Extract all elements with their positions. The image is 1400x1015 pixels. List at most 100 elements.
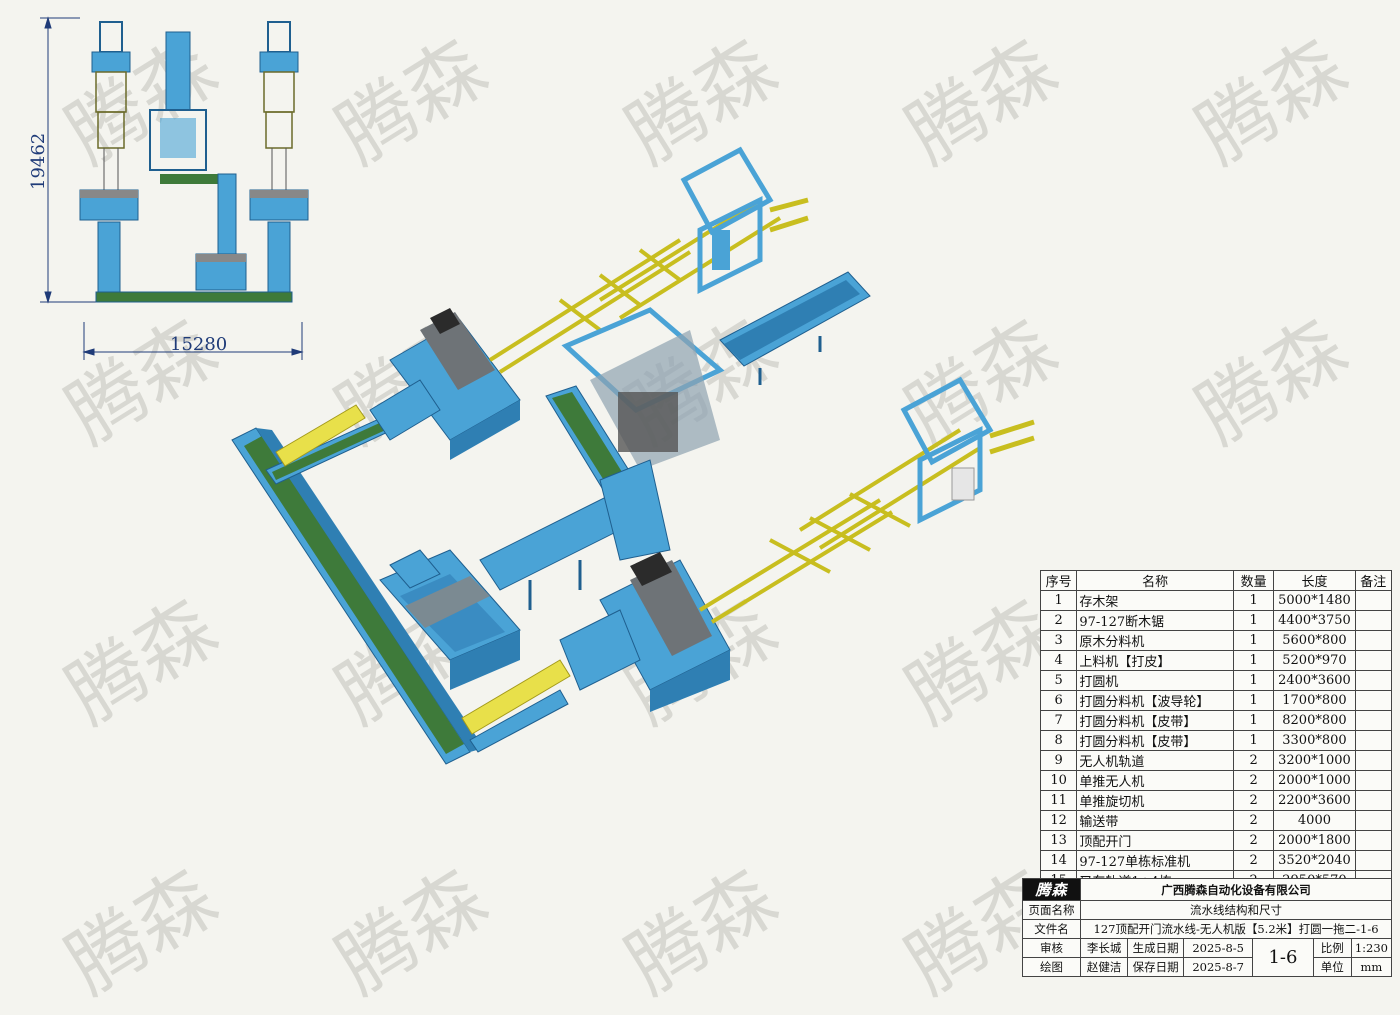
row-no: 13 [1039,830,1078,851]
row-qty: 2 [1232,850,1275,871]
plan-view: 19462 15280 [28,16,309,360]
row-length: 4400*3750 [1273,610,1356,631]
saved-date: 2025-8-7 [1183,957,1254,977]
row-note [1354,630,1393,651]
row-name: 打圆分料机【皮带】 [1076,710,1234,731]
row-name: 单推无人机 [1076,770,1234,791]
row-qty: 1 [1232,630,1275,651]
row-length: 5000*1480 [1273,590,1356,611]
row-qty: 2 [1232,810,1275,831]
long-conveyor-belt [231,404,484,765]
row-qty: 2 [1232,830,1275,851]
row-note [1354,850,1393,871]
row-length: 3200*1000 [1273,750,1356,771]
row-qty: 2 [1232,750,1275,771]
width-dimension [82,322,304,360]
row-no: 1 [1039,590,1078,611]
width-dimension-label: 15280 [170,334,227,355]
row-note [1354,790,1393,811]
drawer-label: 绘图 [1021,957,1082,977]
row-no: 5 [1039,670,1078,691]
row-note [1354,770,1393,791]
plan-bottom-belt [95,291,293,303]
plan-middle-line [149,31,247,291]
row-name: 打圆机 [1076,670,1234,691]
row-no: 14 [1039,850,1078,871]
row-qty: 1 [1232,690,1275,711]
row-no: 3 [1039,630,1078,651]
row-no: 12 [1039,810,1078,831]
scale-value: 1:230 [1350,938,1393,958]
lower-right-machine [461,552,731,753]
row-name: 97-127断木锯 [1076,610,1234,631]
row-note [1354,830,1393,851]
sheet-number: 1-6 [1252,938,1314,977]
row-name: 输送带 [1076,810,1234,831]
row-qty: 1 [1232,650,1275,671]
row-length: 3520*2040 [1273,850,1356,871]
created-date: 2025-8-5 [1183,938,1254,958]
right-long-conveyor [719,271,871,385]
row-no: 11 [1039,790,1078,811]
row-length: 1700*800 [1273,690,1356,711]
reviewer-name: 李长城 [1080,938,1129,958]
center-incline-conveyor [479,459,671,610]
row-note [1354,650,1393,671]
isometric-view [231,146,1035,765]
unit-value: mm [1350,957,1393,977]
row-length: 3300*800 [1273,730,1356,751]
row-name: 打圆分料机【皮带】 [1076,730,1234,751]
row-note [1354,810,1393,831]
row-note [1354,710,1393,731]
height-dimension [40,16,110,304]
header-length: 长度 [1273,570,1356,591]
file-name: 127顶配开门流水线-无人机版【5.2米】打圆一拖二-1-6 [1080,919,1392,939]
row-length: 2000*1000 [1273,770,1356,791]
title-block: 腾森 广西腾森自动化设备有限公司 页面名称 流水线结构和尺寸 文件名 127顶配… [1021,878,1393,977]
row-qty: 1 [1232,710,1275,731]
row-qty: 1 [1232,730,1275,751]
upper-tower [680,146,809,295]
row-name: 无人机轨道 [1076,750,1234,771]
row-note [1354,690,1393,711]
row-name: 打圆分料机【波导轮】 [1076,690,1234,711]
saved-label: 保存日期 [1127,957,1185,977]
row-note [1354,750,1393,771]
row-qty: 1 [1232,590,1275,611]
row-length: 2400*3600 [1273,670,1356,691]
page-name: 流水线结构和尺寸 [1080,900,1392,920]
row-length: 2000*1800 [1273,830,1356,851]
row-qty: 2 [1232,770,1275,791]
header-name: 名称 [1076,570,1234,591]
reviewer-label: 审核 [1021,938,1082,958]
row-name: 存木架 [1076,590,1234,611]
row-no: 6 [1039,690,1078,711]
row-length: 5200*970 [1273,650,1356,671]
row-length: 8200*800 [1273,710,1356,731]
header-qty: 数量 [1232,570,1275,591]
row-qty: 1 [1232,610,1275,631]
row-qty: 1 [1232,670,1275,691]
row-name: 顶配开门 [1076,830,1234,851]
rounding-machine [379,549,521,690]
company-logo: 腾森 [1021,878,1082,901]
row-length: 4000 [1273,810,1356,831]
row-name: 单推旋切机 [1076,790,1234,811]
row-note [1354,610,1393,631]
